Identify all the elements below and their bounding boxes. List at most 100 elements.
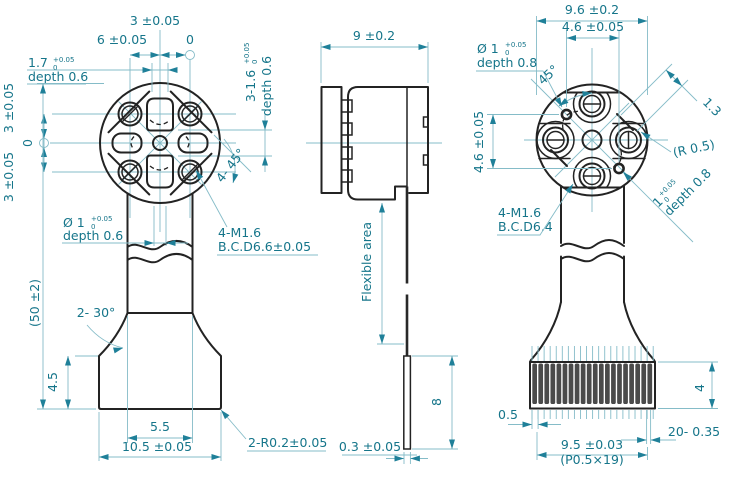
back-pin-hole-tol-minus: 0 (505, 49, 509, 57)
side-width-dim: 9 ±0.2 (320, 28, 429, 83)
back-pin-hole-tol-plus: +0.05 (505, 41, 526, 49)
back-pitch-width-dim: 0.5 (498, 407, 561, 429)
front-top-tab (146, 97, 174, 132)
back-cond-span-label: 9.5 ±0.03 (561, 437, 623, 452)
front-screw-ll (117, 159, 143, 185)
back-radius-label: (R 0.5) (672, 136, 716, 159)
side-flex-area-dim: Flexible area (359, 203, 404, 345)
back-pin2-tol-minus: 0 (663, 195, 672, 204)
front-overall-len-label: (50 ±2) (27, 279, 42, 327)
back-head-d-label: 9.6 ±0.2 (565, 2, 619, 17)
front-center-hole-tol-minus: 0 (91, 223, 95, 231)
front-thread-label: 4-M1.6 (218, 225, 261, 240)
front-taper-label: 2- 30° (77, 305, 116, 320)
back-pin-hole-callout: Ø 1 +0.05 0 depth 0.8 (476, 41, 565, 109)
front-base-h-label: 4.5 (45, 372, 60, 392)
front-slot-width-dim: 1.7 +0.05 0 depth 0.6 (27, 55, 178, 92)
front-base-radius-callout: 2-R0.2±0.05 (218, 408, 327, 452)
back-chamfer-w-label: 1.3 (700, 94, 725, 119)
front-neck-w-label: 5.5 (150, 419, 170, 434)
front-datum-top: 0 (186, 32, 194, 47)
back-pin-span-label: 4.6 ±0.05 (562, 19, 624, 34)
side-tail-len-label: 8 (429, 398, 444, 406)
front-key-slots-label: 3-1.6 (243, 70, 258, 102)
front-datum-left: 0 (20, 139, 35, 147)
back-view: 9.6 ±0.2 4.6 ±0.05 Ø 1 +0.05 0 depth 0.8… (471, 2, 725, 467)
front-dim-3-up: 3 ±0.05 (1, 83, 16, 133)
back-thread-callout: 4-M1.6 B.C.D6.4 (497, 182, 576, 236)
front-centerlines (50, 30, 272, 246)
back-band-h-label: 4 (692, 384, 707, 392)
front-neck-width-dim: 5.5 (127, 316, 193, 443)
front-top-width-dim: 3 ±0.05 6 ±0.05 0 (97, 13, 195, 60)
front-base-w-label: 10.5 ±0.05 (122, 439, 192, 454)
front-base-width-dim: 10.5 ±0.05 (98, 412, 222, 461)
front-bottom-tab (146, 154, 174, 189)
front-slot-w-label: 1.7 (28, 55, 48, 70)
back-pin-span-v-dim: 4.6 ±0.05 (471, 111, 612, 173)
front-thread-callout: 4-M1.6 B.C.D6.6±0.05 (193, 168, 318, 256)
front-dim-6: 6 ±0.05 (97, 32, 147, 47)
front-center-hole-depth: depth 0.6 (63, 228, 123, 243)
front-overall-length-dim: (50 ±2) (27, 83, 104, 410)
back-chamfer-width-dim: 1.3 (620, 63, 725, 132)
side-body (320, 86, 429, 450)
front-screw-ul (117, 101, 143, 127)
back-radius-callout: (R 0.5) (639, 129, 716, 160)
back-pin-hole-depth: depth 0.8 (477, 55, 537, 70)
front-center-hole (152, 135, 168, 151)
back-head (535, 83, 649, 197)
back-head-dia-dim: 9.6 ±0.2 (536, 2, 648, 95)
back-pitch-note-label: (P0.5×19) (560, 452, 624, 467)
back-body (529, 185, 656, 419)
front-key-slots-tol-minus: 0 (251, 60, 259, 64)
front-base-r-label: 2-R0.2±0.05 (248, 435, 327, 450)
side-tail-length-dim: 8 (412, 355, 458, 450)
front-key-slots-depth: depth 0.6 (259, 56, 274, 116)
back-center-hole (581, 129, 603, 151)
front-left-slot (111, 132, 143, 154)
front-slot-w-tol-minus: 0 (53, 64, 57, 72)
back-screw-e (615, 126, 642, 154)
front-head (99, 82, 221, 204)
back-connector-band (529, 361, 656, 410)
back-screw-n (578, 90, 606, 118)
side-cable-t-label: 0.3 ±0.05 (339, 439, 401, 454)
back-pin-hole-label: Ø 1 (477, 41, 499, 56)
stripe-ext-lines (531, 346, 654, 419)
side-cable-thickness-dim: 0.3 ±0.05 (339, 439, 428, 464)
front-dim-3-top: 3 ±0.05 (130, 13, 180, 28)
front-base-height-dim: 4.5 (45, 355, 98, 409)
back-screw-w (542, 126, 569, 154)
front-center-hole-label: Ø 1 (63, 215, 85, 230)
back-cond-w-label: 20- 0.35 (668, 424, 720, 439)
front-screw-ur (177, 101, 203, 127)
back-thread-bc-label: B.C.D6.4 (498, 219, 553, 234)
back-screw-s (578, 162, 606, 190)
front-left-chain-dim: 3 ±0.05 0 3 ±0.05 (1, 83, 49, 202)
back-pin-hole-nw (560, 108, 573, 121)
front-body (98, 192, 222, 410)
front-right-slot (177, 132, 209, 154)
back-pin-hole-se (613, 162, 625, 175)
front-dim-3-down: 3 ±0.05 (1, 152, 16, 202)
back-thread-label: 4-M1.6 (498, 205, 541, 220)
back-pitch-w-label: 0.5 (498, 407, 518, 422)
back-conductor-width-dim: 20- 0.35 (621, 410, 720, 444)
front-key-slots-tol-plus: +0.05 (243, 43, 251, 64)
back-conductor-span-dim: 9.5 ±0.03 (P0.5×19) (536, 432, 648, 467)
back-pin-span-dim: 4.6 ±0.05 (562, 19, 624, 162)
back-angle-label: 45° (535, 62, 562, 88)
front-center-hole-tol-plus: +0.05 (91, 215, 112, 223)
side-cable-stiffener (403, 355, 412, 450)
back-pin-span-v-label: 4.6 ±0.05 (471, 111, 486, 173)
front-view: 3 ±0.05 6 ±0.05 0 1.7 +0.05 0 depth 0.6 … (1, 13, 327, 461)
back-band-height-dim: 4 (658, 361, 718, 409)
connector-stripes (532, 363, 653, 404)
side-flex-label: Flexible area (359, 222, 374, 302)
front-thread-bc-label: B.C.D6.6±0.05 (218, 239, 311, 254)
side-width-label: 9 ±0.2 (353, 28, 395, 43)
front-center-hole-callout: Ø 1 +0.05 0 depth 0.6 (62, 215, 188, 246)
